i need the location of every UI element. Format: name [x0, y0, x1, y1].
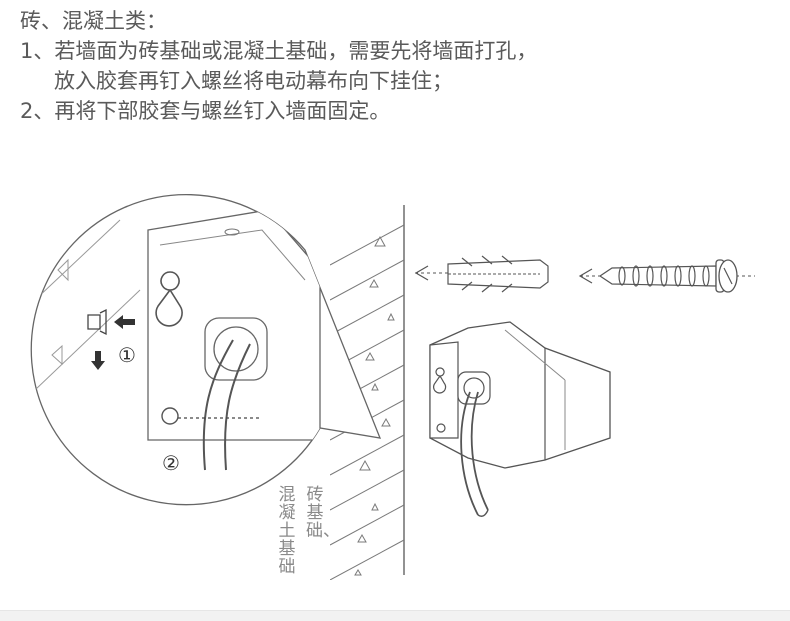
wall-label-concrete: 混凝土基础 [278, 485, 296, 577]
instruction-step-2: 2、再将下部胶套与螺丝钉入墙面固定。 [20, 99, 391, 123]
arrow-down-icon [91, 351, 105, 370]
magnified-detail: ① ② [30, 193, 382, 506]
instruction-step-1: 1、若墙面为砖基础或混凝土基础，需要先将墙面打孔， [20, 39, 538, 63]
wall-label-brick: 砖基础、 [306, 485, 340, 541]
step-marker-2: ② [162, 451, 180, 475]
step-marker-1: ① [118, 343, 136, 367]
wall-anchor-icon [87, 308, 107, 336]
power-cable-icon [202, 339, 234, 471]
bottom-divider [0, 610, 790, 621]
instructions: 砖、混凝土类： 1、若墙面为砖基础或混凝土基础，需要先将墙面打孔， 放入胶套再钉… [20, 6, 760, 126]
mounting-bracket-icon [429, 321, 611, 517]
anchor-part [414, 255, 549, 293]
arrow-left-icon [114, 315, 135, 329]
instruction-title: 砖、混凝土类： [20, 9, 167, 33]
instruction-step-1-continued: 放入胶套再钉入螺丝将电动幕布向下挂住； [54, 69, 453, 93]
screw-icon [578, 259, 755, 293]
installation-diagram: ① ② [30, 193, 755, 580]
